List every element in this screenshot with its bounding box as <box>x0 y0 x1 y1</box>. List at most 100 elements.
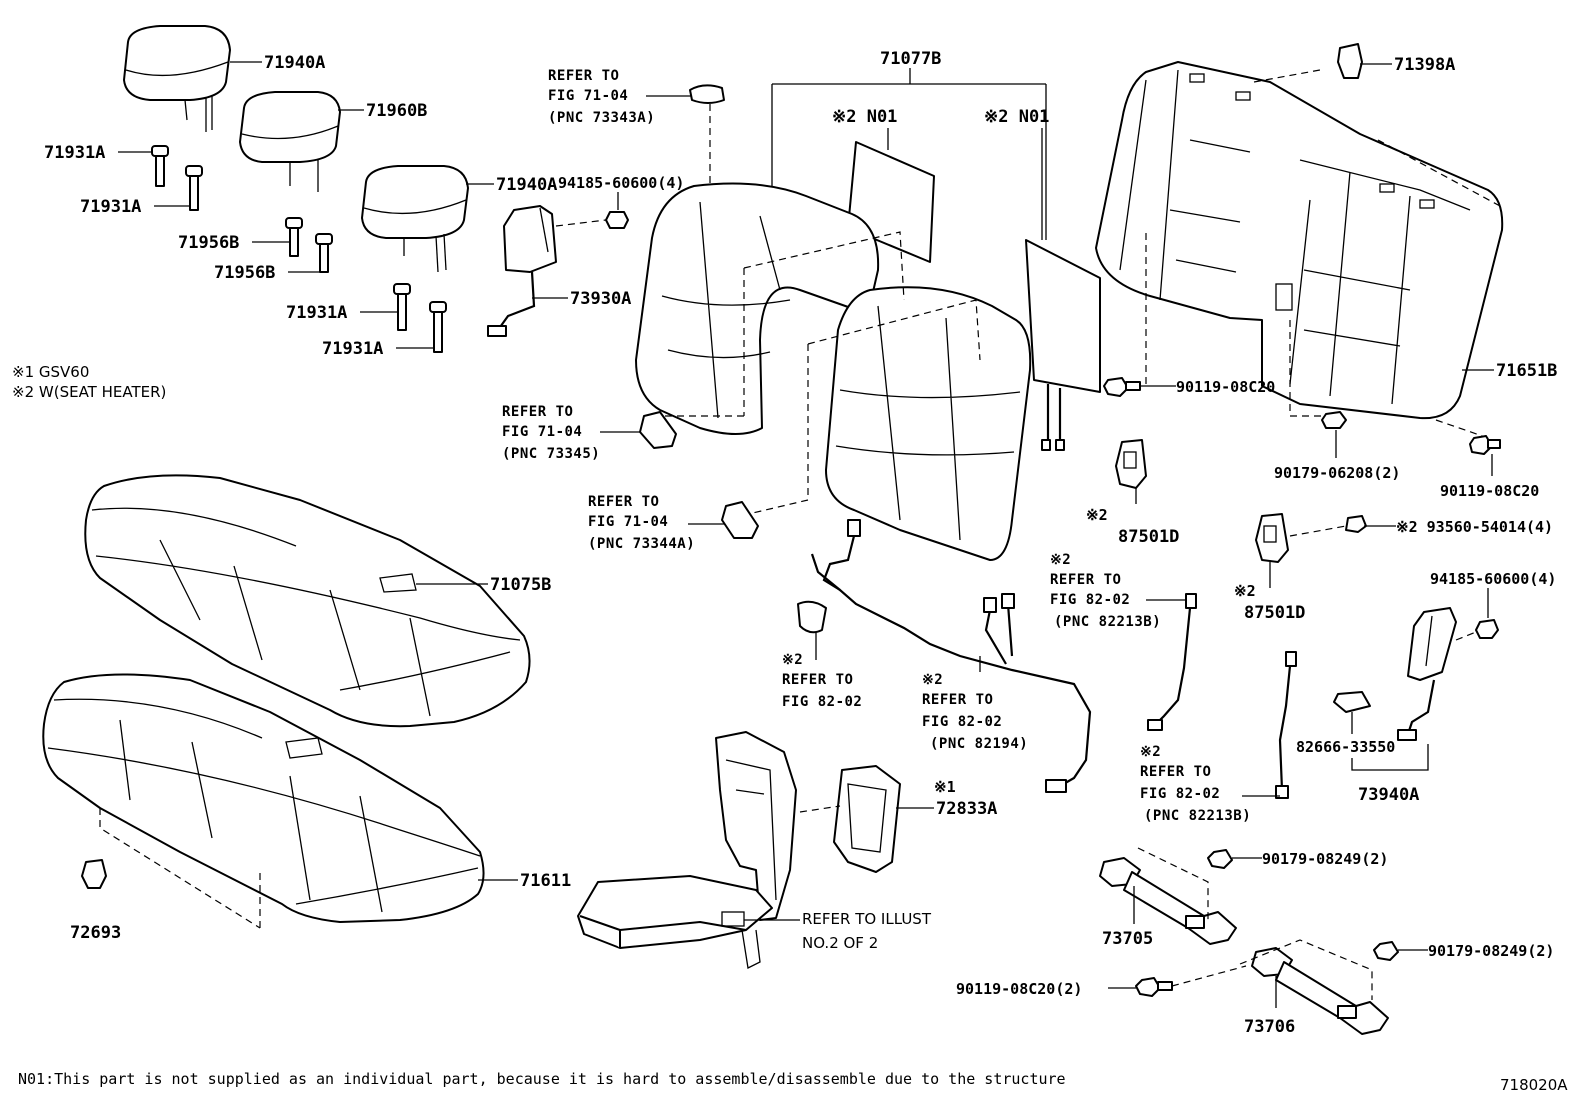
svg-text:NO.2 OF 2: NO.2 OF 2 <box>802 934 878 952</box>
dashed-outline <box>99 808 261 929</box>
reference-fig-71-04-73343A[interactable]: REFER TO FIG 71-04 (PNC 73343A) <box>548 68 655 126</box>
headrest-guide-73345[interactable] <box>639 411 677 449</box>
dashed-outline <box>739 344 809 517</box>
bolt-90119-08C20-b[interactable] <box>1469 435 1501 455</box>
armrest-mark: ※1 <box>934 778 956 796</box>
nut-90179-08249-b[interactable] <box>1373 941 1399 961</box>
part-number-72693[interactable]: 72693 <box>70 923 121 943</box>
armrest-assembly[interactable] <box>577 731 797 969</box>
part-number-73940A[interactable]: 73940A <box>1358 785 1419 805</box>
headrest-support-71931A-3[interactable] <box>393 283 411 331</box>
reference-fig-82-02-82213B-lower[interactable]: ※2 REFER TO FIG 82-02 (PNC 82213B) <box>1140 744 1251 824</box>
seat-back-cover-left[interactable] <box>635 182 880 435</box>
heater-n01-b[interactable]: ※2 N01 <box>984 107 1049 127</box>
headrest-71940A-top[interactable] <box>123 25 231 132</box>
side-airbag-73930A[interactable] <box>487 205 557 337</box>
part-number-71931A-1[interactable]: 71931A <box>44 143 105 163</box>
wire-harness-82194[interactable] <box>810 519 1092 793</box>
part-number-82666-33550[interactable]: 82666-33550 <box>1296 738 1395 756</box>
svg-text:REFER TO: REFER TO <box>588 494 659 510</box>
part-number-71931A-2[interactable]: 71931A <box>80 197 141 217</box>
seat-cushion-pad-71611[interactable] <box>42 673 485 923</box>
nut-90179-08249-a[interactable] <box>1207 849 1233 869</box>
wire-harness-82213B-upper[interactable] <box>1147 593 1197 731</box>
part-number-94185-right[interactable]: 94185-60600(4) <box>1430 570 1556 588</box>
leader-dash <box>1289 525 1347 537</box>
reference-illust-no2[interactable]: REFER TO ILLUST NO.2 OF 2 <box>802 910 932 952</box>
part-number-93560-54014[interactable]: ※2 93560-54014(4) <box>1396 518 1553 536</box>
armrest-cover-72833A[interactable] <box>833 765 901 873</box>
clip-71398A[interactable] <box>1337 43 1363 79</box>
reference-fig-82-02-82213B-upper[interactable]: ※2 REFER TO FIG 82-02 (PNC 82213B) <box>1050 552 1161 630</box>
wire-harness-82213B-lower[interactable] <box>1275 651 1297 799</box>
part-number-94185-top[interactable]: 94185-60600(4) <box>558 174 684 192</box>
part-number-71931A-3[interactable]: 71931A <box>286 303 347 323</box>
part-number-71940A-mid[interactable]: 71940A <box>496 175 557 195</box>
part-number-73706[interactable]: 73706 <box>1244 1017 1295 1037</box>
part-number-87501D-b[interactable]: 87501D <box>1244 603 1305 623</box>
part-number-87501D-a[interactable]: 87501D <box>1118 527 1179 547</box>
svg-text:FIG 71-04: FIG 71-04 <box>548 88 628 104</box>
headrest-support-71931A-4[interactable] <box>429 301 447 353</box>
part-number-71931A-4[interactable]: 71931A <box>322 339 383 359</box>
seat-back-frame-71651B[interactable] <box>1095 61 1504 420</box>
headrest-support-71956B-1[interactable] <box>285 217 303 257</box>
nut-94185-top[interactable] <box>605 211 629 229</box>
leader-dash <box>555 219 607 227</box>
part-number-71075B[interactable]: 71075B <box>490 575 551 595</box>
screw-93560-54014[interactable] <box>1345 515 1367 533</box>
part-number-71611[interactable]: 71611 <box>520 871 571 891</box>
part-number-73930A[interactable]: 73930A <box>570 289 631 309</box>
part-number-71956B-1[interactable]: 71956B <box>178 233 239 253</box>
headrest-71960B[interactable] <box>239 91 341 192</box>
reference-fig-71-04-73345[interactable]: REFER TO FIG 71-04 (PNC 73345) <box>502 404 600 462</box>
part-number-90119-b[interactable]: 90119-08C20 <box>1440 482 1539 500</box>
headrest-support-71931A-1[interactable] <box>151 145 169 187</box>
headrest-support-71956B-2[interactable] <box>315 233 333 273</box>
harness-clip[interactable] <box>797 600 827 634</box>
bracket-82666-33550[interactable] <box>1333 691 1371 713</box>
leader-dash <box>1289 320 1326 417</box>
part-number-90179-08249-b[interactable]: 90179-08249(2) <box>1428 942 1554 960</box>
part-number-71398A[interactable]: 71398A <box>1394 55 1455 75</box>
part-number-90179-06208[interactable]: 90179-06208(2) <box>1274 464 1400 482</box>
part-number-90179-08249-a[interactable]: 90179-08249(2) <box>1262 850 1388 868</box>
part-number-71651B[interactable]: 71651B <box>1496 361 1557 381</box>
note-gsv60: ※1 GSV60 <box>12 363 89 381</box>
part-number-73705[interactable]: 73705 <box>1102 929 1153 949</box>
headrest-guide-73343A[interactable] <box>689 84 725 104</box>
heater-n01-a[interactable]: ※2 N01 <box>832 107 897 127</box>
nut-90179-06208[interactable] <box>1321 411 1347 429</box>
reference-fig-82-02-82194[interactable]: ※2 REFER TO FIG 82-02 (PNC 82194) <box>922 672 1028 752</box>
svg-text:(PNC 82213B): (PNC 82213B) <box>1054 614 1161 630</box>
part-number-71077B[interactable]: 71077B <box>880 49 941 69</box>
svg-text:FIG 82-02: FIG 82-02 <box>1140 786 1220 802</box>
seat-cushion-cover-71075B[interactable] <box>84 474 531 728</box>
heater-switch-87501D-b[interactable] <box>1255 513 1289 563</box>
headrest-guide-73344A[interactable] <box>721 501 759 539</box>
part-number-71960B[interactable]: 71960B <box>366 101 427 121</box>
part-number-90119-a[interactable]: 90119-08C20 <box>1176 378 1275 396</box>
part-number-71940A-top[interactable]: 71940A <box>264 53 325 73</box>
svg-text:REFER TO: REFER TO <box>548 68 619 84</box>
heater-switch-87501D-a[interactable] <box>1115 439 1147 489</box>
headrest-71940A-mid[interactable] <box>361 165 469 273</box>
part-number-71956B-2[interactable]: 71956B <box>214 263 275 283</box>
part-number-72833A[interactable]: 72833A <box>936 799 997 819</box>
clip-72693[interactable] <box>81 859 107 889</box>
bolt-90119-08C20-a[interactable] <box>1103 377 1141 397</box>
nut-94185-right[interactable] <box>1475 619 1499 639</box>
hinge-73705[interactable] <box>1099 857 1237 945</box>
part-number-90119-08C20-2[interactable]: 90119-08C20(2) <box>956 980 1082 998</box>
bolt-90119-08C20-2[interactable] <box>1135 977 1173 997</box>
leader <box>1351 744 1429 771</box>
side-airbag-73940A[interactable] <box>1397 607 1457 741</box>
footer-disclaimer: N01:This part is not supplied as an indi… <box>18 1070 1066 1088</box>
headrest-support-71931A-2[interactable] <box>185 165 203 211</box>
hinge-73706[interactable] <box>1251 947 1389 1035</box>
seat-heater-pad-n01-b[interactable] <box>1025 239 1101 451</box>
reference-fig-71-04-73344A[interactable]: REFER TO FIG 71-04 (PNC 73344A) <box>588 494 695 552</box>
reference-fig-82-02-clip[interactable]: ※2 REFER TO FIG 82-02 <box>782 652 862 710</box>
